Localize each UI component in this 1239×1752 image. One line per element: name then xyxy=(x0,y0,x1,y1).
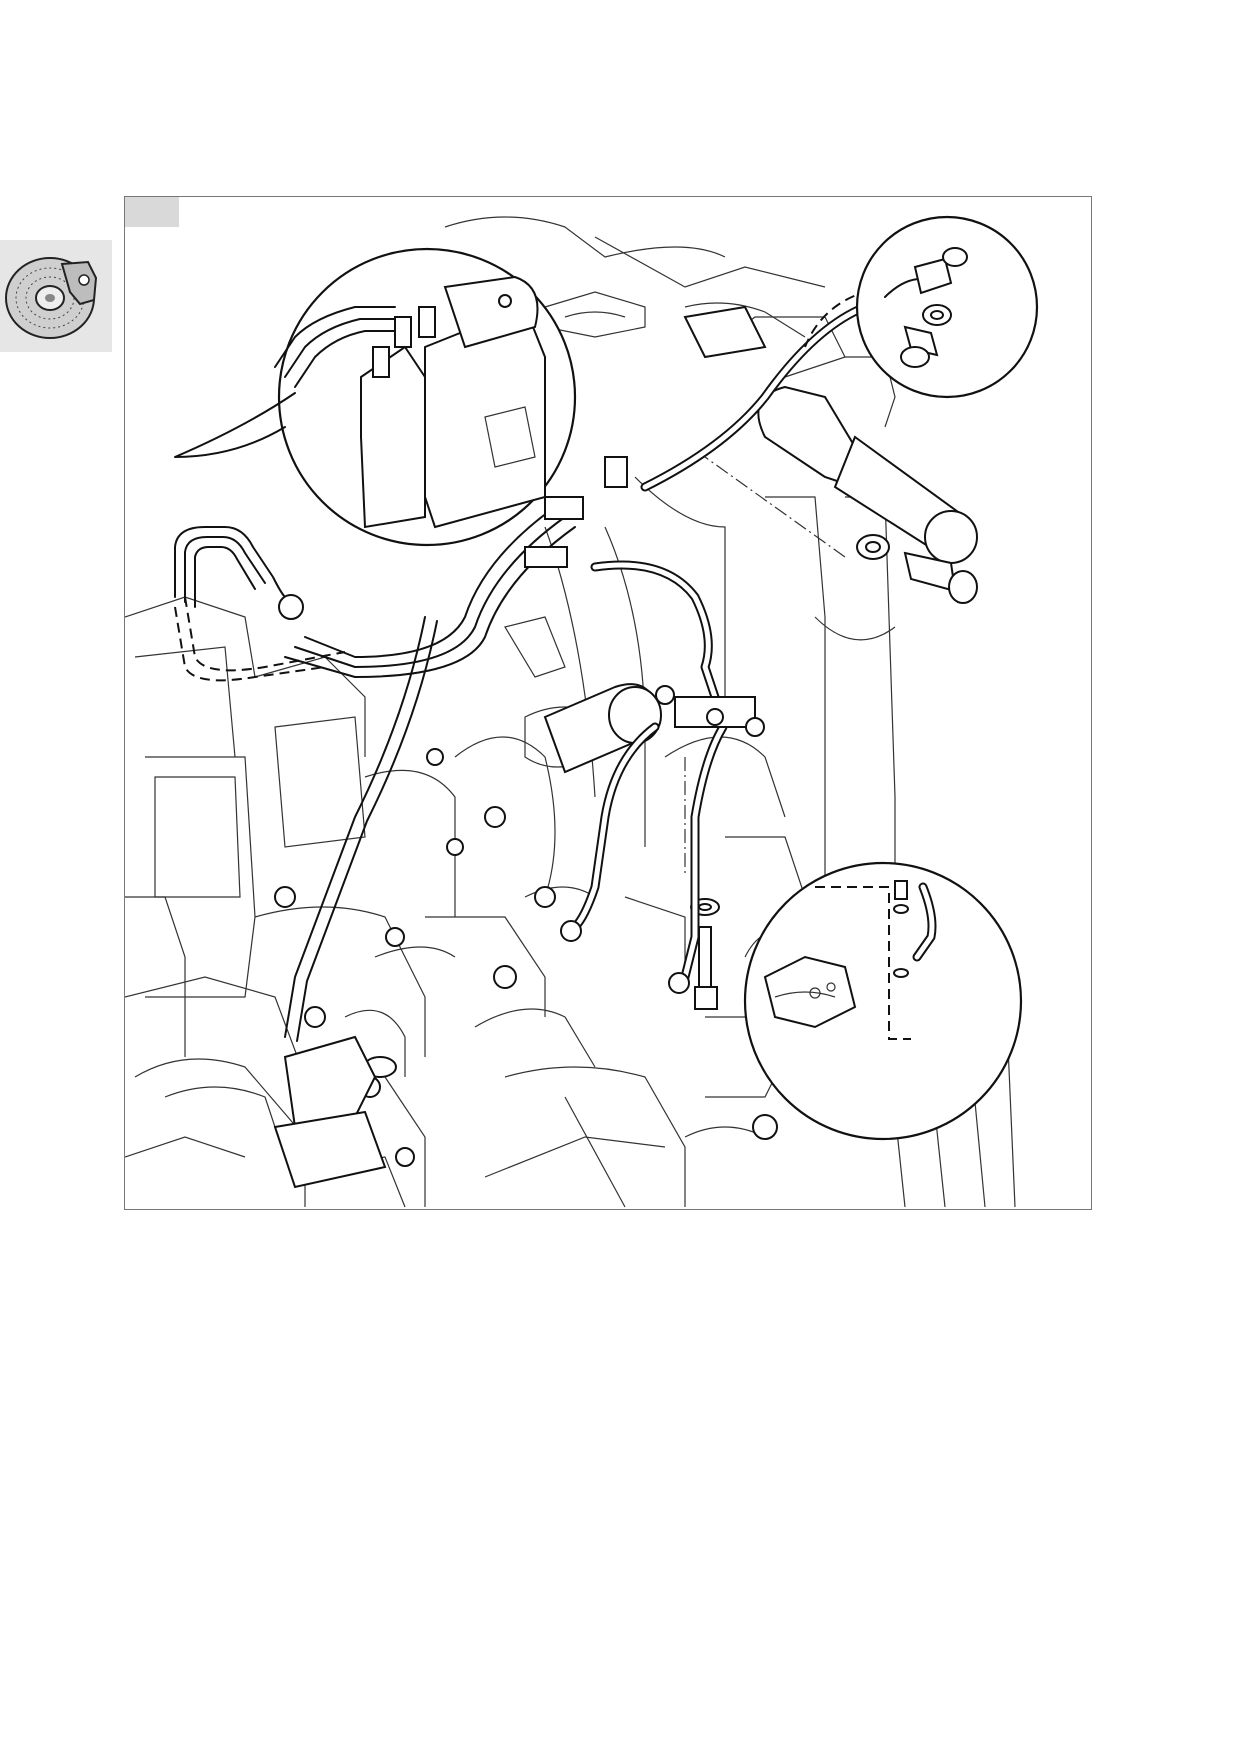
figure-number-box xyxy=(125,197,179,227)
diagram-frame xyxy=(124,196,1092,1210)
section-tab xyxy=(0,240,112,352)
detail-abs-modulator xyxy=(174,247,577,547)
detail-caliper xyxy=(743,861,1023,1141)
detail-banjo-bolt xyxy=(855,215,1039,399)
mechanical-parts xyxy=(273,305,978,1189)
brake-hoses xyxy=(174,286,886,1042)
brake-disc-icon xyxy=(5,257,98,339)
brake-hydraulic-lines-diagram xyxy=(125,215,1039,1208)
